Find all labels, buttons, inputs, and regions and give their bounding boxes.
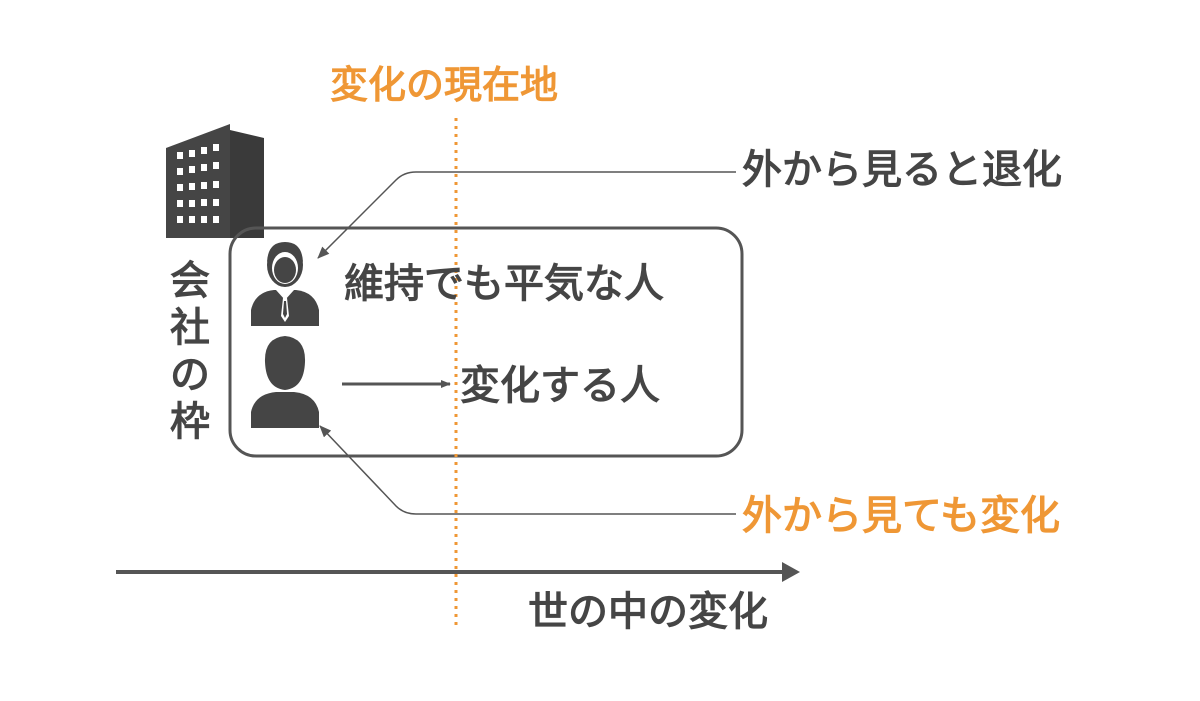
changing-person-label: 変化する人 <box>460 363 660 409</box>
regression-callout-arrow <box>317 171 736 259</box>
businessman-icon <box>251 242 319 326</box>
change-callout-arrow <box>319 425 736 515</box>
company-frame-label: 会社の枠 <box>170 258 210 445</box>
outside-regression-label: 外から見ると退化 <box>742 147 1062 193</box>
axis-arrowhead <box>782 562 800 582</box>
office-building-icon <box>166 124 264 238</box>
maintain-person-label: 維持でも平気な人 <box>344 261 664 307</box>
current-position-label: 変化の現在地 <box>330 63 559 107</box>
company-frame-box <box>228 226 744 458</box>
person-silhouette-icon <box>251 336 319 428</box>
world-change-label: 世の中の変化 <box>528 589 768 635</box>
outside-change-label: 外から見ても変化 <box>742 493 1060 539</box>
